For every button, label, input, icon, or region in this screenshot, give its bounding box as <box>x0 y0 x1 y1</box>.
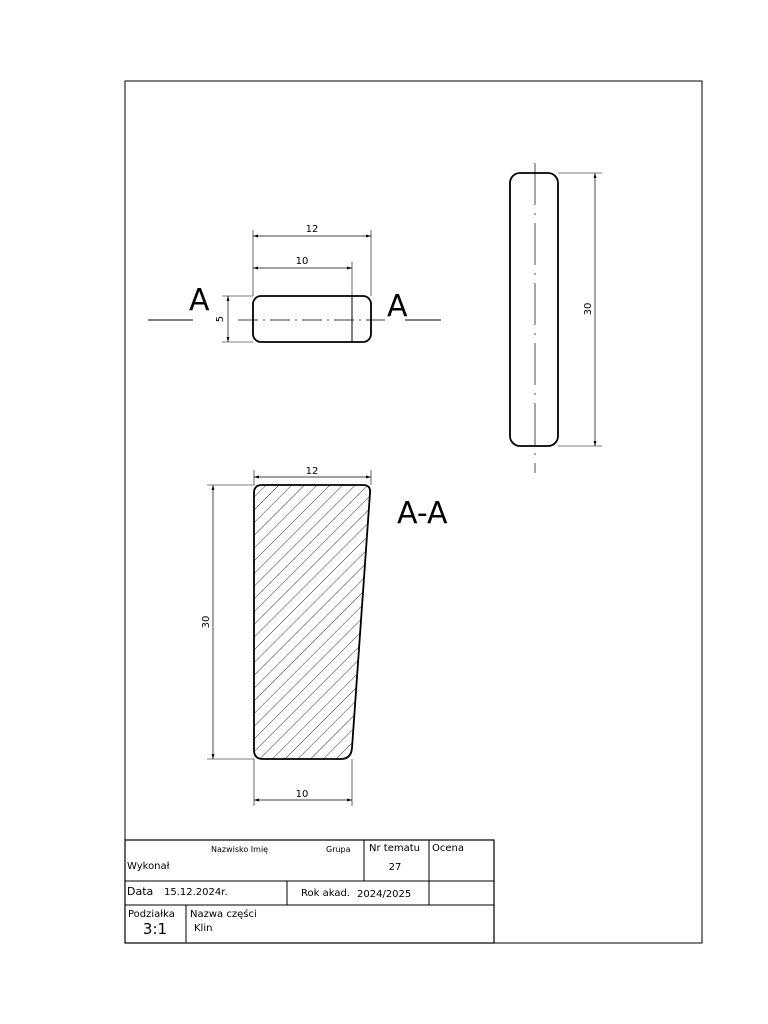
tb-year-value: 2024/2025 <box>357 889 411 900</box>
tb-scale-value: 3:1 <box>143 920 167 938</box>
dim-section-height: 30 <box>201 616 212 629</box>
dim-top-height: 5 <box>215 316 226 322</box>
tb-part-name-value: Klin <box>194 923 212 934</box>
dim-top-width-inner: 10 <box>296 256 309 267</box>
tb-made-by-label: Wykonał <box>127 861 170 872</box>
section-view <box>207 470 372 806</box>
tb-topic-no-header: Nr tematu <box>369 843 420 854</box>
top-view <box>148 230 441 343</box>
tb-date-value: 15.12.2024r. <box>164 887 228 898</box>
tb-grade-header: Ocena <box>432 843 464 854</box>
section-label-right: A <box>387 289 408 324</box>
section-title: A-A <box>397 496 448 531</box>
dim-section-width-top: 12 <box>306 466 319 477</box>
section-hatch <box>253 484 372 760</box>
tb-group-header: Grupa <box>326 845 351 854</box>
dim-side-length: 30 <box>583 303 594 316</box>
dim-top-width-outer: 12 <box>306 224 319 235</box>
tb-year-label: Rok akad. <box>301 888 350 899</box>
tb-part-name-label: Nazwa części <box>190 908 257 920</box>
tb-topic-no-value: 27 <box>389 862 402 873</box>
title-block <box>124 839 495 944</box>
section-label-left: A <box>189 283 210 318</box>
side-view <box>509 163 602 473</box>
dim-section-width-bottom: 10 <box>296 789 309 800</box>
tb-scale-label: Podziałka <box>128 909 175 920</box>
tb-date-label: Data <box>127 885 153 898</box>
tb-name-header: Nazwisko Imię <box>211 845 268 854</box>
